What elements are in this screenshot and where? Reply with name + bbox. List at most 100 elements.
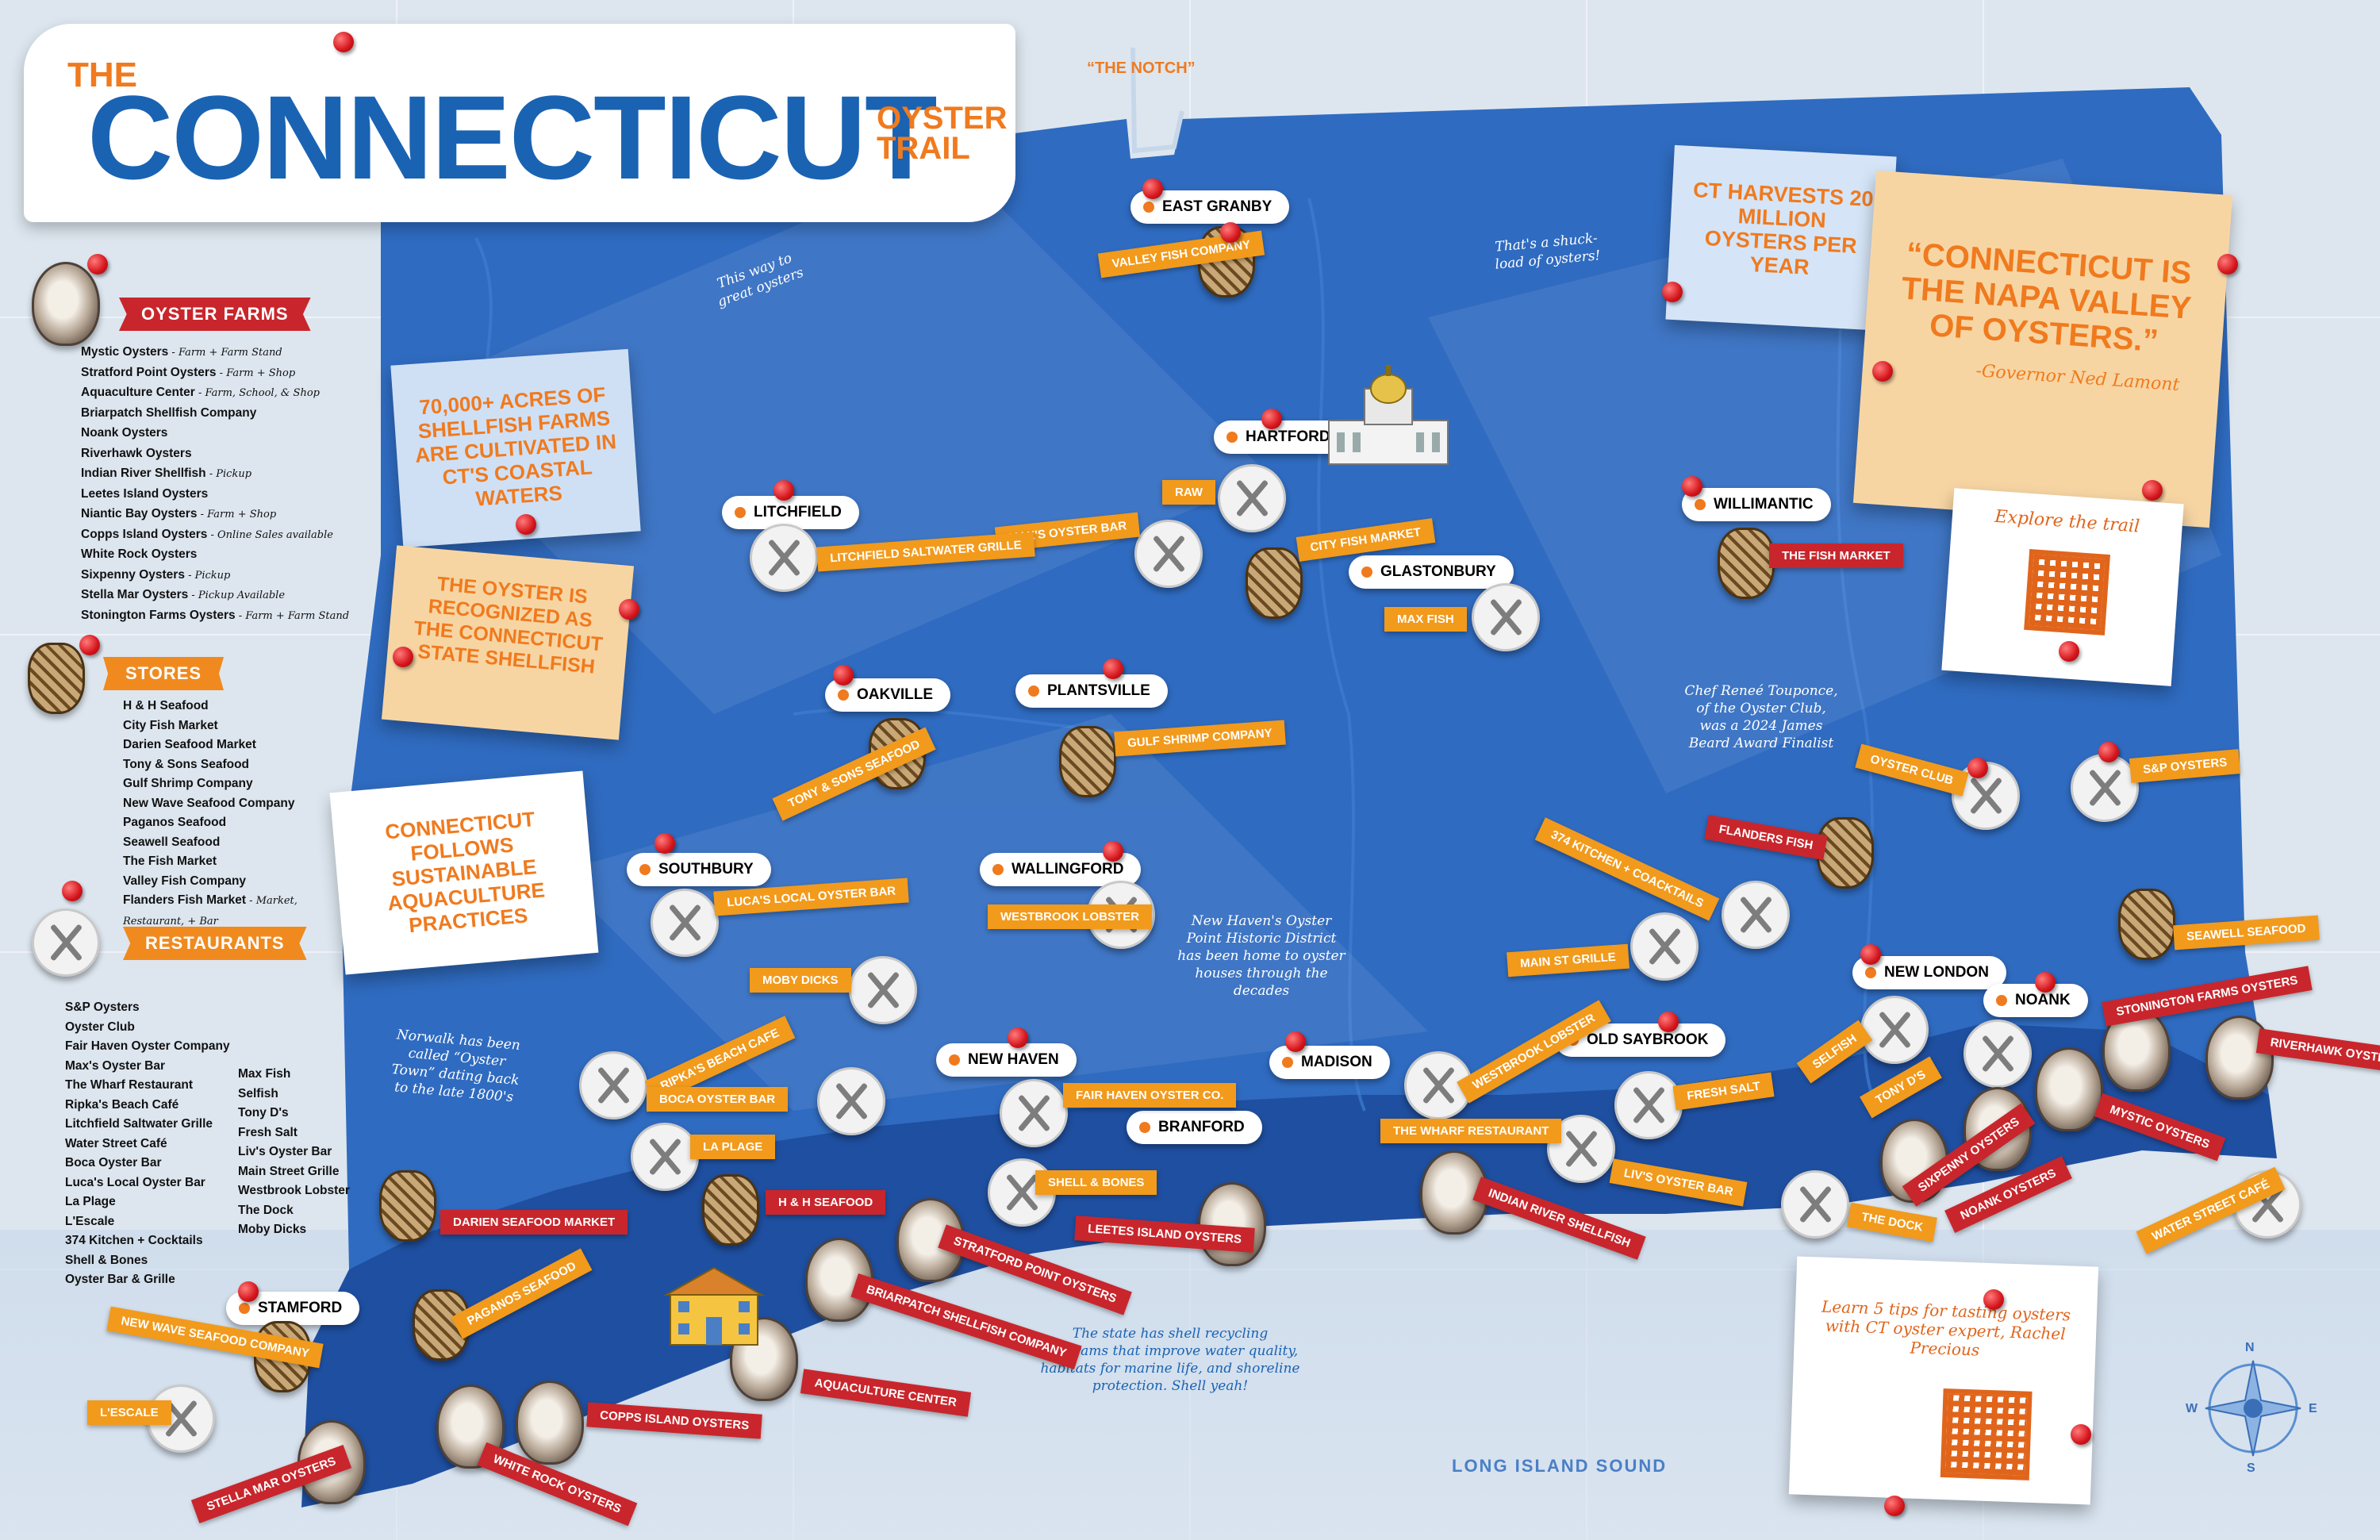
list-item: Tony & Sons Seafood <box>123 757 250 771</box>
tag-la-plage[interactable]: LA PLAGE <box>690 1135 776 1159</box>
plate-icon <box>1630 912 1699 981</box>
town-branford[interactable]: BRANFORD <box>1127 1111 1262 1144</box>
pushpin <box>2098 742 2119 762</box>
list-item: Fresh Salt <box>238 1125 298 1139</box>
town-new-haven[interactable]: NEW HAVEN <box>936 1043 1077 1077</box>
list-item: New Wave Seafood Company <box>123 796 295 810</box>
oyster-bag-icon <box>2118 889 2175 960</box>
tag-westbrook-lobster[interactable]: WESTBROOK LOBSTER <box>988 904 1152 929</box>
list-item: Niantic Bay Oysters - Farm + Shop <box>81 507 277 520</box>
quote-text: “CONNECTICUT IS THE NAPA VALLEY OF OYSTE… <box>1900 236 2193 359</box>
norwalk-note: Norwalk has been called “Oyster Town” da… <box>390 1027 521 1106</box>
pushpin <box>2071 1424 2091 1445</box>
pushpin <box>1103 841 1123 862</box>
oyster-bag-icon <box>1817 817 1874 889</box>
town-glastonbury[interactable]: GLASTONBURY <box>1349 555 1514 589</box>
list-item: H & H Seafood <box>123 699 209 712</box>
oyster-bag-icon <box>1059 726 1116 797</box>
oyster-shell-icon <box>516 1381 584 1465</box>
plate-icon <box>651 889 719 957</box>
list-item: White Rock Oysters <box>81 547 198 561</box>
list-item: Boca Oyster Bar <box>65 1156 162 1169</box>
oyster-shell-icon <box>805 1238 873 1322</box>
pushpin <box>1142 179 1163 199</box>
list-item: Riverhawk Oysters <box>81 446 192 460</box>
list-item: Flanders Fish Market - Market, Restauran… <box>123 893 298 927</box>
plate-icon <box>631 1123 699 1191</box>
tag-hh-seafood[interactable]: H & H SEAFOOD <box>766 1190 886 1215</box>
tag-fair-haven-oyster-co[interactable]: FAIR HAVEN OYSTER CO. <box>1063 1083 1237 1108</box>
oyster-bag-icon <box>1246 547 1303 619</box>
town-plantsville[interactable]: PLANTSVILLE <box>1015 674 1168 708</box>
list-item: Litchfield Saltwater Grille <box>65 1117 213 1131</box>
list-item: Water Street Café <box>65 1136 167 1150</box>
pushpin <box>79 635 100 655</box>
oyster-shell-icon <box>2205 1016 2274 1100</box>
list-item: Liv's Oyster Bar <box>238 1145 332 1158</box>
tips-card[interactable]: Learn 5 tips for tasting oysters with CT… <box>1788 1256 2099 1505</box>
long-island-sound-label: LONG ISLAND SOUND <box>1452 1456 1668 1476</box>
list-item: Luca's Local Oyster Bar <box>65 1175 205 1189</box>
tag-raw[interactable]: RAW <box>1162 480 1215 505</box>
chef-note: Chef Reneé Touponce, of the Oyster Club,… <box>1684 683 1838 751</box>
tag-shell-bones[interactable]: SHELL & BONES <box>1035 1170 1157 1195</box>
pushpin <box>1008 1027 1028 1048</box>
state-shellfish-note: THE OYSTER IS RECOGNIZED AS THE CONNECTI… <box>381 545 635 740</box>
list-item: 374 Kitchen + Cocktails <box>65 1234 203 1247</box>
list-item: Paganos Seafood <box>123 816 227 829</box>
title-card <box>24 24 1015 222</box>
list-item: Indian River Shellfish - Pickup <box>81 467 252 480</box>
pushpin <box>62 881 83 901</box>
pushpin <box>2217 254 2238 275</box>
pushpin <box>1682 476 1702 497</box>
plate-icon <box>32 908 100 977</box>
town-willimantic[interactable]: WILLIMANTIC <box>1682 488 1831 521</box>
list-item: Aquaculture Center - Farm, School, & Sho… <box>81 386 320 399</box>
harvest-note: CT HARVESTS 20 MILLION OYSTERS PER YEAR <box>1665 144 1897 332</box>
pushpin <box>2059 641 2079 662</box>
restaurants-heading: RESTAURANTS <box>123 927 307 960</box>
list-item: L'Escale <box>65 1214 115 1228</box>
plate-icon <box>1218 464 1286 532</box>
quote-attribution: -Governor Ned Lamont <box>1975 361 2181 396</box>
compass-s: S <box>2247 1461 2255 1475</box>
list-item: Max's Oyster Bar <box>65 1058 166 1073</box>
tag-the-wharf-restaurant[interactable]: THE WHARF RESTAURANT <box>1380 1119 1562 1143</box>
list-item: The Wharf Restaurant <box>65 1078 194 1092</box>
compass-w: W <box>2186 1402 2198 1415</box>
town-wallingford[interactable]: WALLINGFORD <box>980 853 1142 886</box>
tag-the-fish-market[interactable]: THE FISH MARKET <box>1769 543 1903 568</box>
list-item: Leetes Island Oysters <box>81 486 209 501</box>
list-item: Max Fish <box>238 1067 291 1081</box>
town-madison[interactable]: MADISON <box>1269 1046 1390 1079</box>
plate-icon <box>1000 1079 1068 1147</box>
tag-boca-oyster-bar[interactable]: BOCA OYSTER BAR <box>647 1087 789 1112</box>
stores-heading: STORES <box>103 657 225 690</box>
qr-code[interactable] <box>1940 1388 2033 1480</box>
oyster-bag-icon <box>379 1170 436 1242</box>
qr-code[interactable] <box>2024 548 2111 636</box>
pushpin <box>2142 480 2163 501</box>
tag-max-fish[interactable]: MAX FISH <box>1384 607 1467 632</box>
list-item: Shell & Bones <box>65 1253 148 1267</box>
town-noank[interactable]: NOANK <box>1983 984 2088 1017</box>
notch-label: “THE NOTCH” <box>1087 60 1196 77</box>
pushpin <box>1967 758 1988 778</box>
pushpin <box>1860 944 1881 965</box>
town-hartford[interactable]: HARTFORD <box>1214 421 1348 454</box>
tag-lescale[interactable]: L'ESCALE <box>87 1400 171 1425</box>
tag-moby-dicks[interactable]: MOBY DICKS <box>750 968 851 993</box>
list-item: City Fish Market <box>123 718 218 732</box>
list-item: Oyster Club <box>65 1020 135 1034</box>
tag-darien-seafood-market[interactable]: DARIEN SEAFOOD MARKET <box>440 1210 628 1235</box>
quote-note: “CONNECTICUT IS THE NAPA VALLEY OF OYSTE… <box>1852 170 2233 528</box>
town-southbury[interactable]: SOUTHBURY <box>627 853 771 886</box>
shell-recycling-note: The state has shell recycling programs t… <box>1040 1326 1300 1394</box>
capitol-building-icon <box>1328 365 1449 465</box>
town-litchfield[interactable]: LITCHFIELD <box>722 496 859 529</box>
list-item: La Plage <box>65 1195 116 1208</box>
pushpin <box>654 833 675 854</box>
pushpin <box>833 665 854 686</box>
title-prefix: THE <box>67 56 137 94</box>
list-item: Gulf Shrimp Company <box>123 777 253 790</box>
